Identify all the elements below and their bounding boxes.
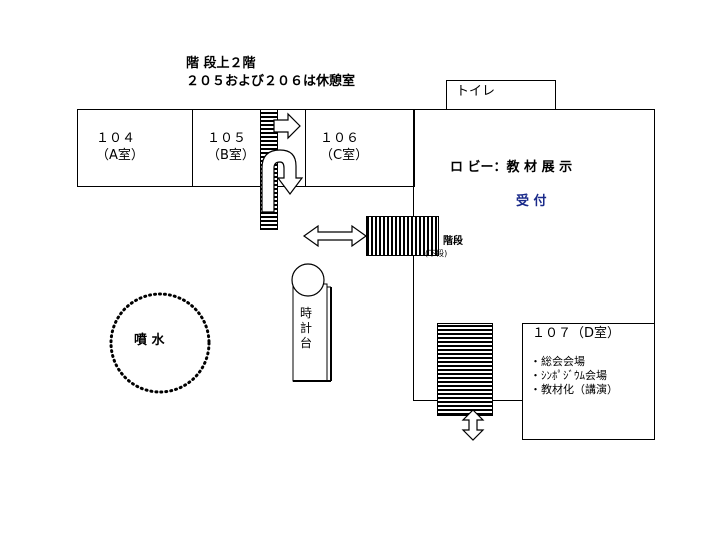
room-107 bbox=[522, 323, 655, 440]
stairs-sublabel: (下段) bbox=[425, 249, 448, 258]
room-104-name: （A室） bbox=[96, 148, 144, 163]
room-107-item-3: ・教材化（講演） bbox=[530, 383, 618, 396]
room-107-item-2: ・ｼﾝﾎﾟｼﾞｳﾑ会場 bbox=[530, 369, 607, 382]
stairs-lower-block bbox=[437, 323, 493, 416]
u-turn-arrow-icon bbox=[261, 149, 304, 213]
room-104-number: １０４ bbox=[96, 131, 136, 146]
fountain-circle bbox=[109, 292, 211, 394]
clock-label-1: 時 bbox=[300, 306, 313, 320]
stairs-label: 階段 bbox=[443, 236, 463, 247]
stairs-middle-block bbox=[366, 216, 439, 256]
toilet-label: トイレ bbox=[456, 84, 496, 99]
vertical-double-arrow-icon bbox=[461, 409, 485, 441]
toilet-room bbox=[446, 80, 556, 110]
room-105-number: １０５ bbox=[207, 131, 247, 146]
room-105-name: （B室） bbox=[207, 148, 255, 163]
room-divider-104-105 bbox=[192, 109, 193, 187]
fountain-label: 噴 水 bbox=[134, 333, 165, 348]
clock-label-3: 台 bbox=[300, 336, 313, 350]
room-divider-105-106 bbox=[305, 109, 306, 187]
clock-tower-base bbox=[292, 283, 328, 382]
lobby-title: ロ ビー：教 材 展 示 bbox=[450, 160, 573, 175]
header-line-1: 階 段上２階 bbox=[186, 56, 256, 71]
header-line-2: ２０５および２０６は休憩室 bbox=[186, 74, 356, 89]
room-106-name: （C室） bbox=[320, 148, 369, 163]
room-107-item-1: ・総会会場 bbox=[530, 355, 585, 368]
room-row bbox=[77, 109, 415, 187]
reception-label: 受 付 bbox=[516, 194, 547, 209]
right-arrow-icon bbox=[273, 112, 301, 140]
clock-label-2: 計 bbox=[300, 321, 313, 335]
double-arrow-icon bbox=[302, 224, 368, 248]
clock-face bbox=[291, 263, 325, 297]
room-107-title: １０７（D室） bbox=[532, 326, 621, 341]
room-106-number: １０６ bbox=[320, 131, 360, 146]
